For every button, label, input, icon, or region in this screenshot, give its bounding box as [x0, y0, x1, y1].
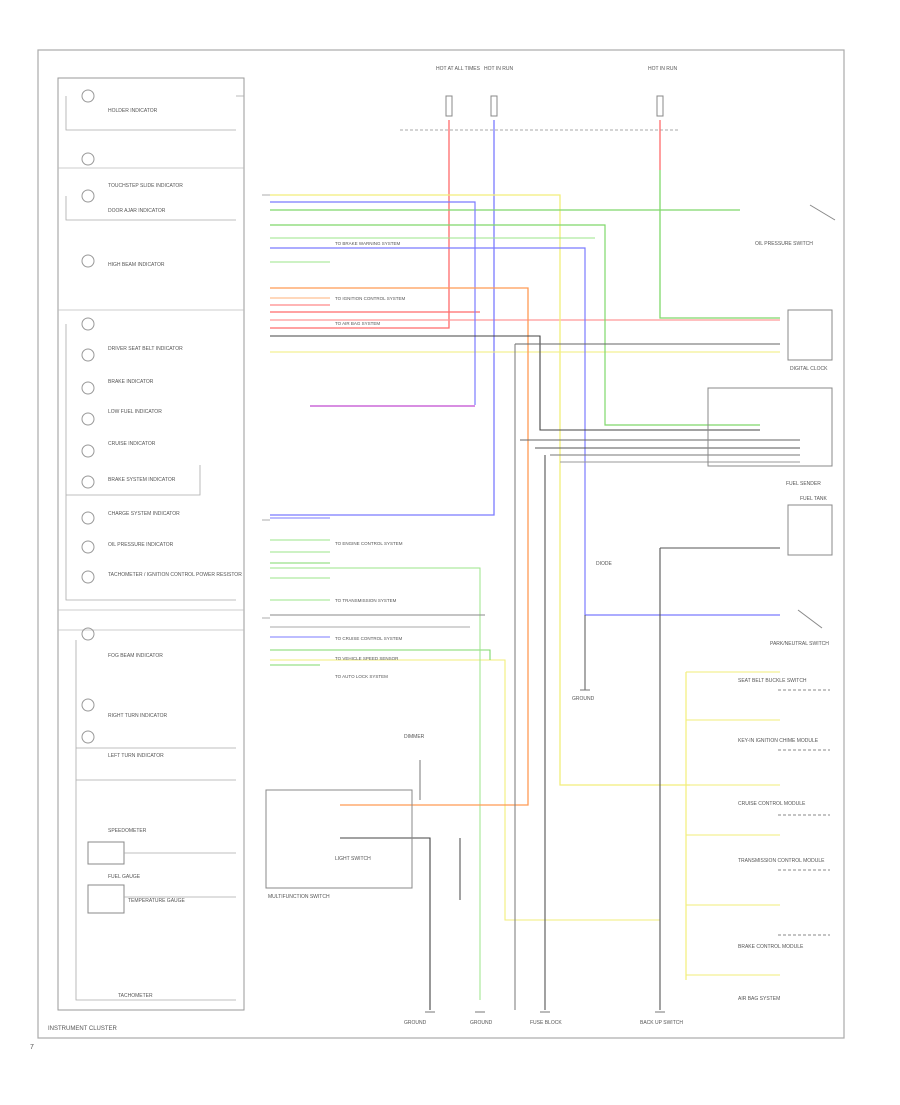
label-oil-pressure-switch: OIL PRESSURE SWITCH [755, 241, 813, 247]
indicator-label: HIGH BEAM INDICATOR [108, 262, 165, 268]
indicator-label: DRIVER SEAT BELT INDICATOR [108, 346, 183, 352]
cluster-internal-wiring [65, 95, 244, 1001]
indicator-label: RIGHT TURN INDICATOR [108, 713, 167, 719]
indicator-label: LEFT TURN INDICATOR [108, 753, 164, 759]
wire-orange [270, 287, 529, 806]
wire-yellow-main [270, 194, 690, 786]
cluster-label: INSTRUMENT CLUSTER [48, 1026, 118, 1032]
label-light-switch: LIGHT SWITCH [335, 856, 371, 862]
indicator-label: CHARGE SYSTEM INDICATOR [108, 511, 180, 517]
module-seat-belt: SEAT BELT BUCKLE SWITCH [738, 678, 807, 684]
gauge-label-speedometer: SPEEDOMETER [108, 828, 147, 834]
note-cruise-control: TO CRUISE CONTROL SYSTEM [335, 636, 403, 641]
module-air-bag: AIR BAG SYSTEM [738, 996, 780, 1002]
label-fuel-sender: FUEL SENDER [786, 481, 821, 487]
indicator-label: FOG BEAM INDICATOR [108, 653, 163, 659]
module-brake: BRAKE CONTROL MODULE [738, 944, 804, 950]
wire-green-fuse3 [659, 170, 780, 319]
gauge-label-fuel: FUEL GAUGE [108, 874, 141, 880]
label-fuel-tank: FUEL TANK [800, 496, 828, 502]
indicator-label: HOLDER INDICATOR [108, 108, 158, 114]
wire-red-fuse1 [270, 120, 450, 329]
gauge-group [87, 841, 236, 914]
ground-symbols [425, 689, 665, 1013]
connector-pins [262, 194, 270, 619]
module-cruise: CRUISE CONTROL MODULE [738, 801, 806, 807]
diagram-frame [37, 49, 845, 1039]
indicator-label: CRUISE INDICATOR [108, 441, 156, 447]
label-ground-3: GROUND [470, 1020, 493, 1026]
label-diode: DIODE [596, 561, 613, 567]
note-air-bag: TO AIR BAG SYSTEM [335, 321, 380, 326]
indicator-label: TOUCHSTEP SLIDE INDICATOR [108, 183, 183, 189]
note-vehicle-speed: TO VEHICLE SPEED SENSOR [335, 656, 399, 661]
indicator-label: OIL PRESSURE INDICATOR [108, 542, 174, 548]
indicator-bulb-group [81, 89, 95, 744]
indicator-label: DOOR AJAR INDICATOR [108, 208, 166, 214]
label-dimmer: DIMMER [404, 734, 425, 740]
indicator-labels: HOLDER INDICATOR TOUCHSTEP SLIDE INDICATO… [108, 108, 242, 759]
indicator-label: TACHOMETER / IGNITION CONTROL POWER RESI… [108, 572, 242, 578]
multifunction-switch-box [265, 789, 413, 889]
indicator-label: BRAKE INDICATOR [108, 379, 154, 385]
indicator-label: BRAKE SYSTEM INDICATOR [108, 477, 176, 483]
label-park-neutral-switch: PARK/NEUTRAL SWITCH [770, 641, 829, 647]
wire-blue-fuse2 [270, 120, 495, 516]
note-engine-control: TO ENGINE CONTROL SYSTEM [335, 541, 403, 546]
fuse-label-2: HOT IN RUN [484, 66, 513, 72]
label-ground-2: GROUND [404, 1020, 427, 1026]
module-key-in: KEY-IN IGNITION CHIME MODULE [738, 738, 819, 744]
gauge-label-temperature: TEMPERATURE GAUGE [128, 898, 186, 904]
label-multifunction-switch: MULTIFUNCTION SWITCH [268, 894, 330, 900]
figure-id: 7 [30, 1044, 34, 1051]
module-transmission: TRANSMISSION CONTROL MODULE [738, 858, 825, 864]
gauge-label-tachometer: TACHOMETER [118, 993, 153, 999]
instrument-cluster-box [57, 77, 245, 1011]
label-digital-clock: DIGITAL CLOCK [790, 366, 828, 372]
fuse-label-3: HOT IN RUN [648, 66, 677, 72]
indicator-label: LOW FUEL INDICATOR [108, 409, 162, 415]
label-fuse-block: FUSE BLOCK [530, 1020, 562, 1026]
note-brake-warning: TO BRAKE WARNING SYSTEM [335, 241, 401, 246]
note-auto-lock: TO AUTO LOCK SYSTEM [335, 674, 388, 679]
note-transmission: TO TRANSMISSION SYSTEM [335, 598, 397, 603]
label-ground-1: GROUND [572, 696, 595, 702]
note-ignition-control: TO IGNITION CONTROL SYSTEM [335, 296, 406, 301]
fuse-label-1: HOT AT ALL TIMES [436, 66, 481, 72]
label-back-up-switch: BACK UP SWITCH [640, 1020, 683, 1026]
fuse-group [400, 95, 680, 131]
right-components [707, 204, 836, 936]
